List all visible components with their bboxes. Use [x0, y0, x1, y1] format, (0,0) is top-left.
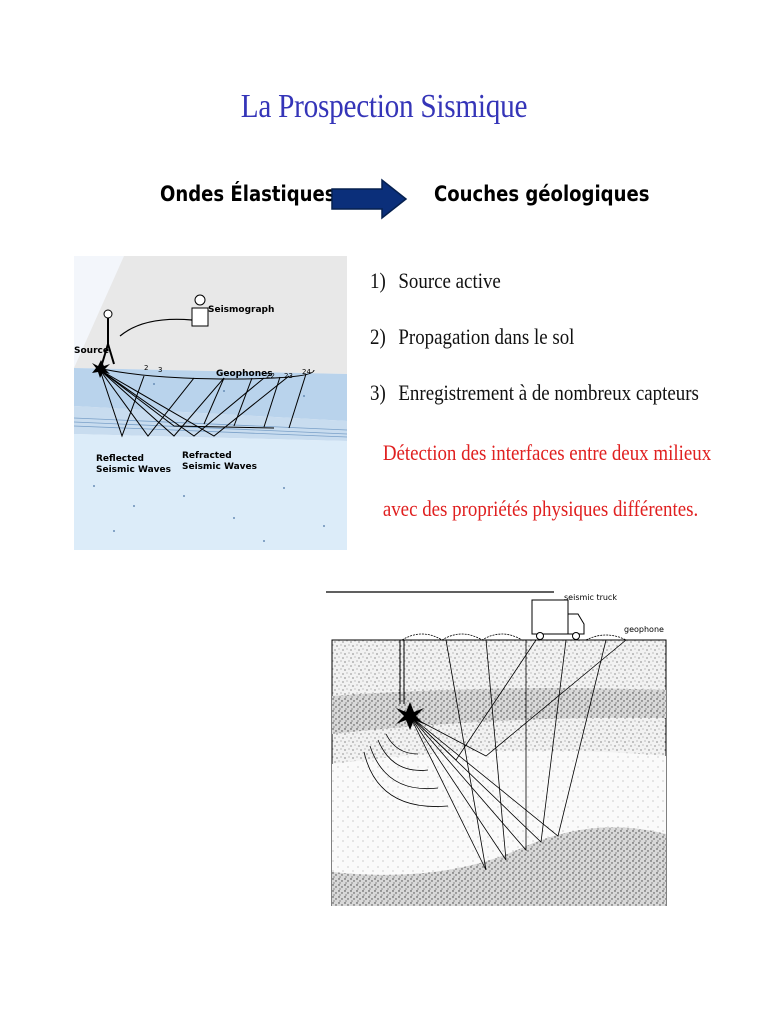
list-item: 2) Propagation dans le sol: [370, 324, 699, 380]
geophone-label: geophone: [624, 625, 664, 634]
highlight-line-2: avec des propriétés physiques différente…: [382, 496, 699, 521]
seismic-survey-diagram: Seismograph Source Geophones 2 3 22 23 2…: [74, 256, 347, 550]
geophone-number: 3: [158, 366, 162, 374]
arrow-right-icon: [331, 178, 408, 220]
geophone-number: 2: [144, 364, 148, 372]
page-title: La Prospection Sismique: [240, 88, 528, 125]
reflected-label: Reflected: [96, 454, 144, 464]
concept-geological-layers: Couches géologiques: [434, 182, 650, 206]
seismic-truck-label: seismic truck: [564, 593, 617, 602]
steps-list: 1) Source active 2) Propagation dans le …: [370, 268, 752, 436]
seismograph-label: Seismograph: [208, 305, 274, 315]
step-text: Enregistrement à de nombreux capteurs: [398, 380, 699, 405]
reflected-label-2: Seismic Waves: [96, 465, 171, 475]
geophone-number: 23: [284, 372, 293, 380]
step-text: Source active: [398, 268, 501, 293]
geophones-label: Geophones: [216, 369, 273, 379]
highlight-line-1: Détection des interfaces entre deux mili…: [382, 440, 712, 465]
list-item: 1) Source active: [370, 268, 699, 324]
refracted-label: Refracted: [182, 451, 232, 461]
step-number: 1): [370, 268, 386, 293]
source-label: Source: [74, 346, 109, 356]
refracted-label-2: Seismic Waves: [182, 462, 257, 472]
seismic-cross-section-diagram: seismic truck geophone: [326, 591, 667, 906]
step-text: Propagation dans le sol: [398, 324, 575, 349]
list-item: 3) Enregistrement à de nombreux capteurs: [370, 380, 699, 436]
step-number: 2): [370, 324, 386, 349]
step-number: 3): [370, 380, 386, 405]
geophone-number: 22: [266, 372, 275, 380]
geophone-number: 24: [302, 368, 311, 376]
concept-elastic-waves: Ondes Élastiques: [160, 182, 336, 206]
